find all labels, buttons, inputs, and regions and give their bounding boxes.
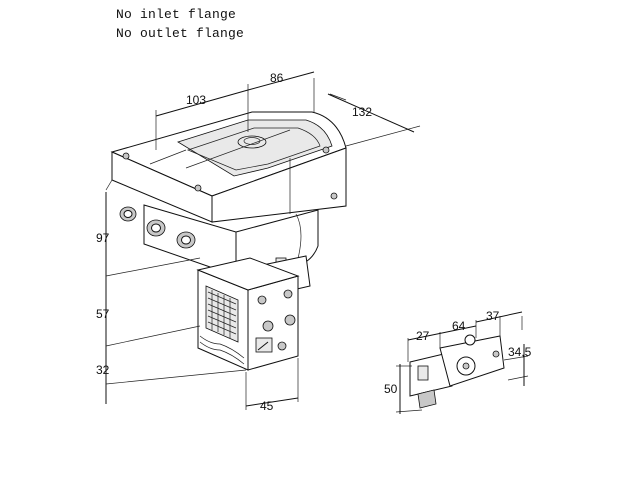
dim-50: 50 <box>384 382 398 396</box>
dim-45: 45 <box>260 399 274 413</box>
dim-64: 64 <box>452 319 466 333</box>
dim-103: 103 <box>186 93 206 107</box>
solenoid-detail <box>395 311 529 414</box>
cable-glands <box>119 206 196 249</box>
dim-32: 32 <box>96 363 110 377</box>
dim-132: 132 <box>352 105 372 119</box>
dim-97: 97 <box>96 231 110 245</box>
dim-86: 86 <box>270 71 284 85</box>
note-outlet: No outlet flange <box>116 26 245 41</box>
valve-body <box>196 257 300 371</box>
main-dimension-lines <box>105 71 421 410</box>
dim-27: 27 <box>416 329 430 343</box>
dim-34-5: 34,5 <box>508 345 532 359</box>
dim-57: 57 <box>96 307 110 321</box>
gearbox-housing <box>119 204 319 277</box>
note-inlet: No inlet flange <box>116 7 237 22</box>
dim-37: 37 <box>486 309 500 323</box>
actuator-housing <box>110 111 347 223</box>
